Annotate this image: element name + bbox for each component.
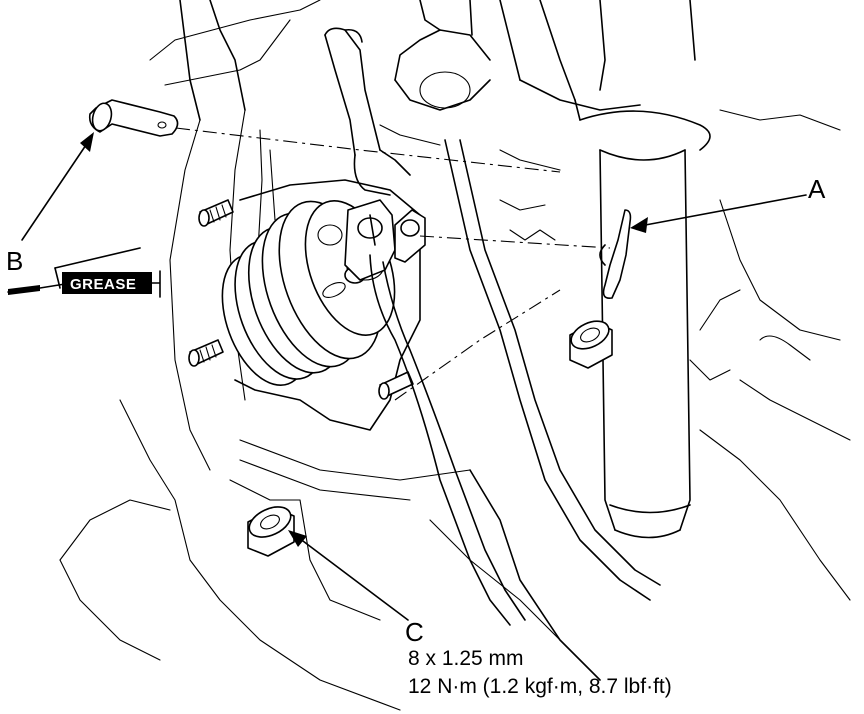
torque-spec: 12 N·m (1.2 kgf·m, 8.7 lbf·ft) — [408, 675, 672, 698]
column-cylinder — [579, 0, 851, 601]
bolt-size-spec: 8 x 1.25 mm — [408, 647, 524, 670]
leader-line-b — [21, 132, 94, 241]
pedal-arm-upper — [324, 27, 441, 196]
chassis-background — [59, 0, 601, 711]
label-b: B — [6, 246, 23, 276]
pushrod-clevis — [344, 199, 526, 626]
flange-nut-right — [569, 320, 613, 369]
leader-line-c — [288, 530, 409, 621]
flange-nut-c — [247, 506, 295, 557]
grease-symbol: GREASE — [7, 247, 161, 298]
mounting-stud-middle — [188, 339, 224, 367]
clip-a-part — [599, 209, 632, 300]
mounting-stud-lower — [378, 371, 414, 400]
grease-tube-icon — [62, 272, 152, 294]
label-c: C — [405, 617, 424, 647]
label-a: A — [808, 174, 826, 204]
leader-line-a — [630, 194, 807, 233]
mounting-stud-upper — [198, 199, 234, 227]
alignment-centerlines — [175, 127, 611, 401]
pin-b-part — [88, 99, 179, 137]
grease-label: GREASE — [70, 276, 136, 293]
pedal-arm-lower — [444, 139, 661, 601]
upper-bracket — [394, 0, 641, 121]
